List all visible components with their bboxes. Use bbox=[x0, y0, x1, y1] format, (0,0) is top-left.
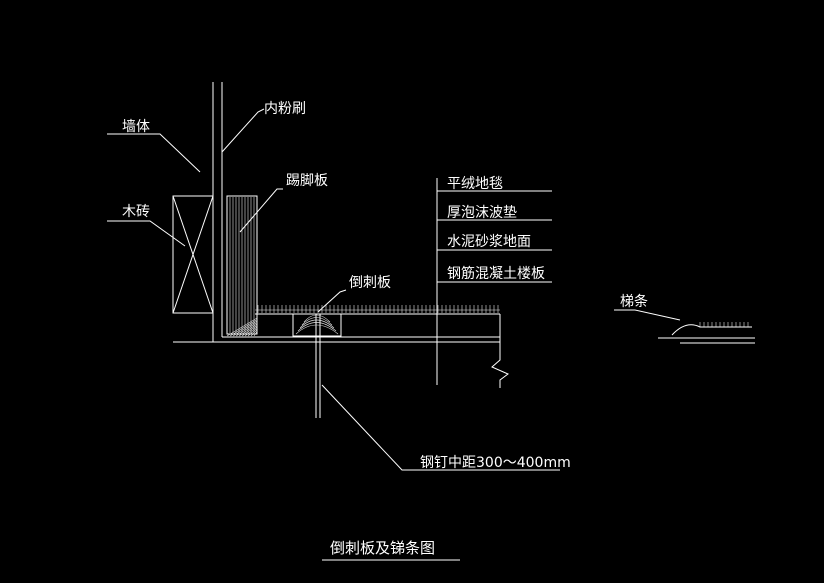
wedge-hatch-line bbox=[235, 322, 258, 337]
label-strip: 梯条 bbox=[620, 294, 648, 310]
gripper-grain-line bbox=[301, 317, 333, 326]
hatch-group bbox=[226, 197, 749, 337]
gripper-block bbox=[292, 313, 342, 337]
leader-wood-brick bbox=[107, 220, 186, 247]
leader-strip bbox=[614, 309, 681, 321]
label-wall: 墙体 bbox=[122, 119, 150, 135]
wedge-hatch-line bbox=[253, 331, 258, 337]
label-gripper: 倒刺板 bbox=[349, 275, 391, 291]
wood-brick-diagonal-2 bbox=[172, 195, 214, 314]
leader-inner-paint bbox=[221, 108, 265, 153]
wedge-hatch-line bbox=[229, 319, 258, 337]
wedge-hatch-line bbox=[232, 320, 258, 337]
label-inner-paint: 内粉刷 bbox=[264, 101, 306, 117]
leader-skirting bbox=[239, 188, 283, 233]
wedge-hatch-line bbox=[250, 329, 258, 337]
label-carpet: 平绒地毯 bbox=[447, 176, 503, 192]
wedge-hatch-line bbox=[238, 323, 258, 337]
leader-nail bbox=[321, 384, 560, 471]
label-mortar: 水泥砂浆地面 bbox=[447, 234, 531, 250]
label-concrete-slab: 钢筋混凝土楼板 bbox=[447, 266, 545, 282]
wedge-hatch-line bbox=[247, 328, 258, 337]
drawing-title: 倒刺板及锑条图 bbox=[330, 539, 436, 557]
leader-wall bbox=[107, 133, 201, 173]
label-nail-spacing: 钢钉中距300～400mm bbox=[420, 455, 571, 471]
gripper-grain-line bbox=[297, 322, 337, 332]
leader-gripper bbox=[317, 289, 347, 313]
label-wood-brick: 木砖 bbox=[122, 204, 150, 220]
wedge-hatch-line bbox=[244, 326, 258, 337]
gripper-grain-line bbox=[303, 314, 331, 323]
wood-brick-box bbox=[172, 195, 214, 314]
gripper-grain-line bbox=[299, 319, 335, 329]
wedge-hatch-line bbox=[226, 317, 258, 337]
label-skirting: 踢脚板 bbox=[286, 173, 328, 189]
slab-break-line bbox=[491, 342, 509, 388]
wedge-hatch-line bbox=[241, 325, 258, 337]
gripper-grain-line bbox=[295, 324, 339, 335]
label-foam-pad: 厚泡沫波垫 bbox=[447, 205, 517, 221]
